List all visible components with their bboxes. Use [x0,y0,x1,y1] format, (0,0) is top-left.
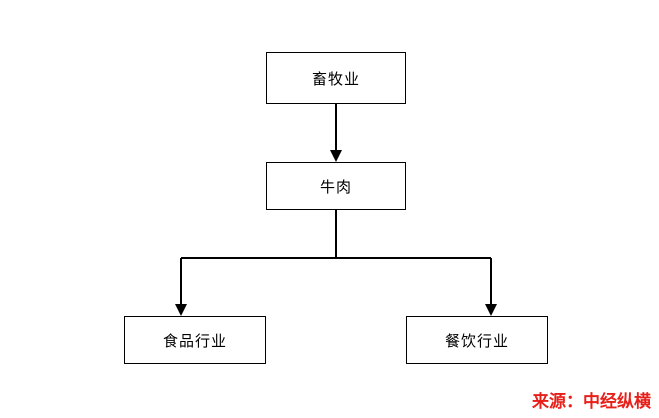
arrowhead-food-industry [175,304,187,316]
node-livestock: 畜牧业 [266,52,406,104]
arrowhead-catering-industry [485,304,497,316]
node-food-industry: 食品行业 [124,316,266,364]
node-catering-industry-label: 餐饮行业 [444,331,509,350]
node-beef: 牛肉 [266,162,406,210]
node-catering-industry: 餐饮行业 [406,316,548,364]
node-food-industry-label: 食品行业 [162,331,227,350]
source-credit: 来源：中经纵横 [532,392,651,412]
arrowhead-livestock-beef [330,150,342,162]
node-beef-label: 牛肉 [319,177,352,196]
node-livestock-label: 畜牧业 [311,69,360,88]
